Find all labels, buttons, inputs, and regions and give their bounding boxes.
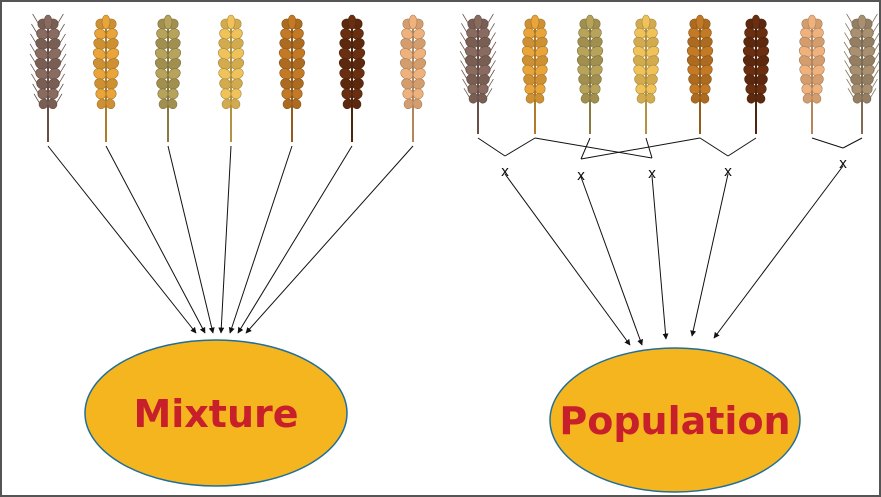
cross-mark: x (648, 166, 656, 182)
cross-mark: x (839, 156, 847, 172)
mixture-label: Mixture (133, 392, 298, 436)
cross-mark: x (577, 168, 585, 184)
cross-mark: x (501, 164, 509, 180)
population-label: Population (559, 399, 790, 443)
cross-mark: x (724, 164, 732, 180)
